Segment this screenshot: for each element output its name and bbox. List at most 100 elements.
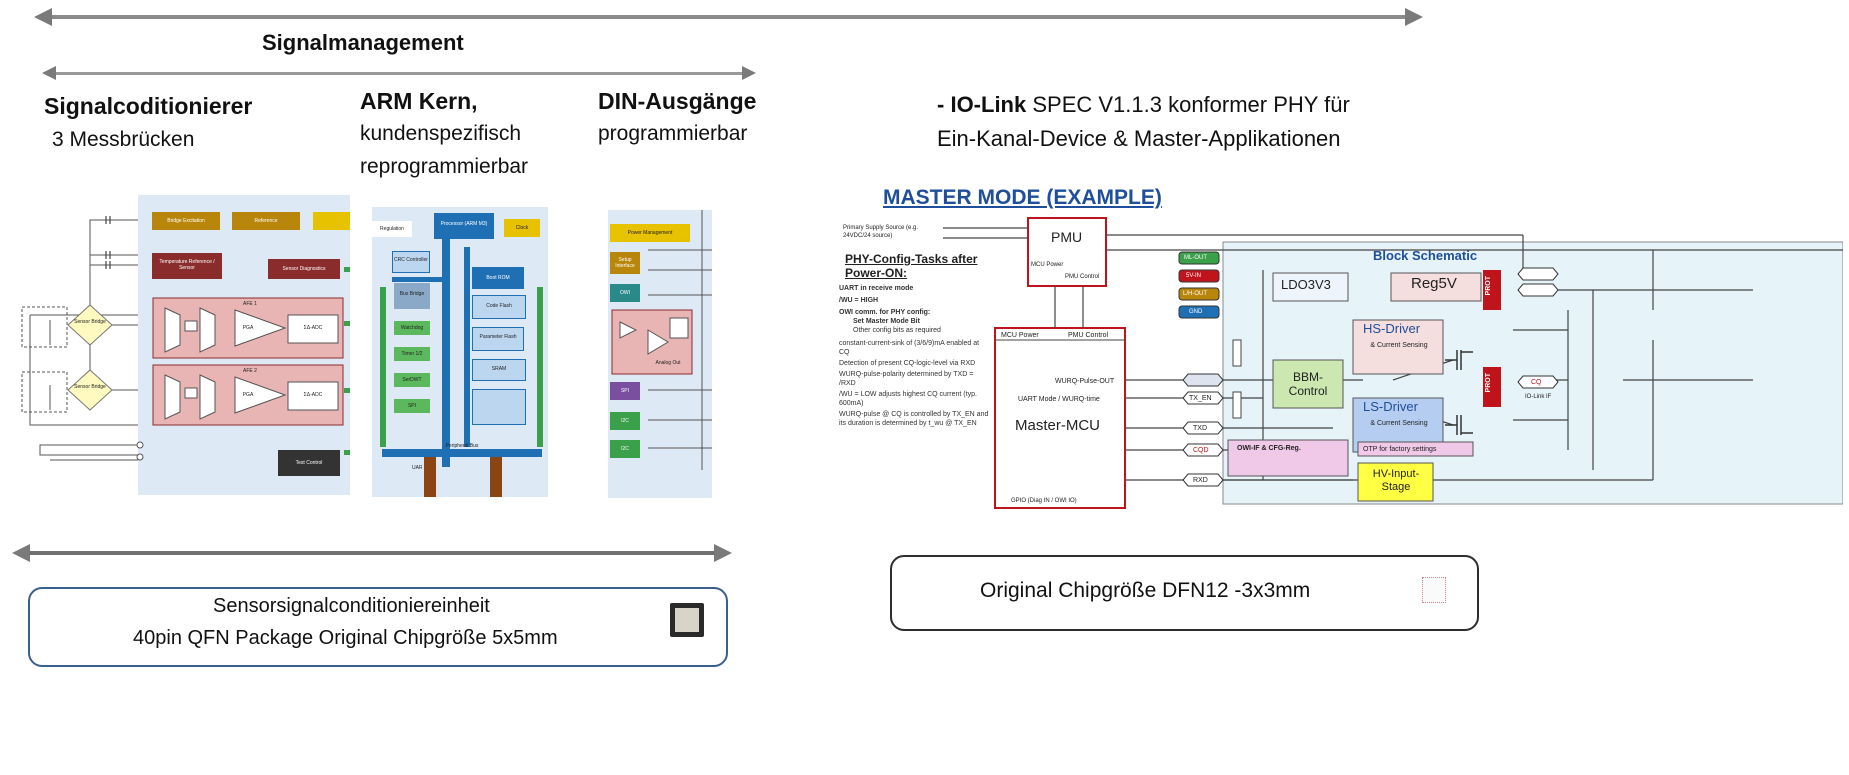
arm-uart: UART (412, 465, 422, 471)
qfn-chip-die (675, 608, 699, 632)
wurq-pulse-out-label: WURQ-Pulse-OUT (1055, 378, 1115, 385)
pmu-control-label: PMU Control (1068, 332, 1109, 339)
master-mcu-label: Master-MCU (1015, 417, 1100, 434)
din-outputs-title: DIN-Ausgänge (598, 88, 757, 114)
arm-regulation: Regulation (372, 221, 412, 237)
prot-label-2: PROT (1485, 373, 1492, 393)
pin-iolink: IO-Link IF (1525, 394, 1552, 400)
master-mode-title: MASTER MODE (EXAMPLE) (883, 186, 1162, 209)
config-title: PHY-Config-Tasks after Power-ON: (845, 252, 978, 280)
cqd-pin: CQD (1193, 447, 1209, 454)
arm-code-flash: Code Flash (472, 295, 526, 319)
txd-pin: TXD (1193, 425, 1207, 432)
afe-adc-1: ΣΔ-ADC (303, 325, 323, 331)
bullet-3: OWI comm. for PHY config: (839, 309, 931, 316)
din-i2c-1: I2C (610, 412, 640, 430)
arm-parameter-flash: Parameter Flash (472, 327, 524, 351)
afe-pga-1: PGA (242, 325, 254, 331)
mcu-power-label: MCU Power (1001, 332, 1039, 339)
arm-core-line2: kundenspezifisch (360, 122, 522, 145)
arm-core-title: ARM Kern, (360, 88, 478, 114)
arm-boot-rom: Boot ROM (472, 267, 524, 289)
iolink-prefix: - (937, 92, 951, 117)
reg5v-label: Reg5V (1411, 275, 1457, 292)
bbm-label: BBM-Control (1288, 370, 1328, 398)
qfn-chip-icon (670, 603, 704, 637)
din-outputs-subtitle: programmierbar (598, 122, 748, 145)
config-bullets: UART in receive mode /WU = HIGH OWI comm… (839, 284, 989, 428)
package-line2: 40pin QFN Package Original Chipgröße 5x5… (133, 627, 558, 649)
afe-1-label: AFE 1 (243, 301, 257, 307)
arm-crc: CRC Controller (392, 251, 430, 273)
arm-extra-block (472, 389, 526, 425)
arm-core-line3: reprogrammierbar (360, 155, 529, 178)
din-bus-lines (611, 210, 712, 470)
dfn-text: Original Chipgröße DFN12 -3x3mm (980, 579, 1311, 602)
pin-5v-in: 5V-IN (1186, 273, 1202, 279)
dfn-info-box: Original Chipgröße DFN12 -3x3mm (890, 555, 1479, 631)
din-setup-interface: Setup Interface (610, 252, 640, 274)
owi-cfg-label: OWI-IF & CFG-Reg. (1237, 445, 1301, 452)
ls-current-sensing: & Current Sensing (1370, 420, 1428, 427)
block-schematic-label: Block Schematic (1373, 248, 1478, 263)
arm-watchdog: Watchdog (394, 321, 430, 335)
otp-label: OTP for factory settings (1363, 446, 1437, 453)
top-arrow-right-head (1405, 8, 1423, 26)
pmu-label: PMU (1051, 229, 1083, 245)
afe-adc-2: ΣΔ-ADC (303, 392, 323, 398)
bullet-5: Other config bits as required (853, 327, 941, 334)
pin-ml-out: ML-OUT (1184, 255, 1207, 261)
signal-management-arrow (55, 72, 743, 75)
signal-management-label: Signalmanagement (262, 30, 464, 55)
arm-clock: Clock (504, 219, 540, 237)
top-span-arrow (50, 15, 1410, 19)
tx-en-pin: TX_EN (1189, 395, 1212, 402)
afe-diagram: Bridge Excitation Reference Temperature … (10, 195, 350, 495)
bottom-arrow-right-head (714, 544, 732, 562)
mcu-power-label-pmu: MCU Power (1031, 262, 1064, 268)
afe-reference-2 (313, 212, 350, 230)
afe-2-label: AFE 2 (243, 368, 257, 374)
arm-bus-lines (380, 227, 543, 497)
package-info-box: Sensorsignalconditioniereinheit 40pin QF… (28, 587, 728, 667)
din-power-management: Power Management (610, 224, 690, 242)
bullet-10: WURQ-pulse @ CQ is controlled by TX_EN a… (839, 411, 989, 427)
pin-gnd: GND (1189, 309, 1203, 315)
afe-reference: Reference (232, 212, 300, 230)
package-line1: Sensorsignalconditioniereinheit (213, 595, 490, 617)
signal-conditioner-title: Signalcoditionierer (44, 93, 253, 119)
hs-current-sensing: & Current Sensing (1370, 342, 1428, 349)
iolink-header-line1: - IO-Link SPEC V1.1.3 konformer PHY für (937, 92, 1350, 118)
iolink-keyword: IO-Link (950, 92, 1027, 117)
bullet-7: Detection of present CQ-logic-level via … (839, 360, 976, 367)
hv-input-label: HV-Input-Stage (1372, 468, 1420, 493)
arm-diagram: Regulation Processor (ARM M3) Clock CRC … (372, 207, 548, 497)
bullet-2: /WU = HIGH (839, 297, 879, 304)
prot-label-1: PROT (1485, 276, 1492, 296)
arm-peripheral-bus: Peripheral Bus (445, 443, 479, 449)
arm-bus-bridge: Bus Bridge (394, 283, 430, 309)
bottom-arrow-left-head (12, 544, 30, 562)
ldo-label: LDO3V3 (1281, 277, 1331, 292)
arm-sram: SRAM (472, 359, 526, 381)
din-diagram: Power Management Setup Interface OWI Ana… (608, 210, 712, 498)
afe-test-control: Test Control (278, 450, 340, 476)
afe-pga-2: PGA (242, 392, 254, 398)
ls-driver-label: LS-Driver (1363, 399, 1418, 414)
dfn-chip-icon (1422, 577, 1446, 603)
rxd-pin: RXD (1193, 477, 1208, 484)
bullet-1: UART in receive mode (839, 285, 914, 292)
iolink-diagram: MASTER MODE (EXAMPLE) (833, 180, 1843, 525)
bottom-left-arrow (28, 551, 718, 555)
primary-supply-label: Primary Supply Source (e.g. 24VDC/24 sou… (843, 225, 919, 239)
afe-wiring (21, 195, 350, 495)
iolink-header-line2: Ein-Kanal-Device & Master-Applikationen (937, 126, 1341, 151)
arm-processor: Processor (ARM M3) (434, 213, 494, 239)
top-arrow-left-head (34, 8, 52, 26)
afe-sensor-bridge-2: Sensor Bridge (74, 384, 106, 390)
afe-temp-sensor: Temperature Reference / Sensor (152, 253, 222, 279)
bullet-6: constant-current-sink of (3/6/9)mA enabl… (839, 340, 980, 356)
sm-arrow-right-head (742, 66, 756, 80)
hs-driver-label: HS-Driver (1363, 321, 1421, 336)
afe-bridge-excitation: Bridge Excitation (152, 212, 220, 230)
